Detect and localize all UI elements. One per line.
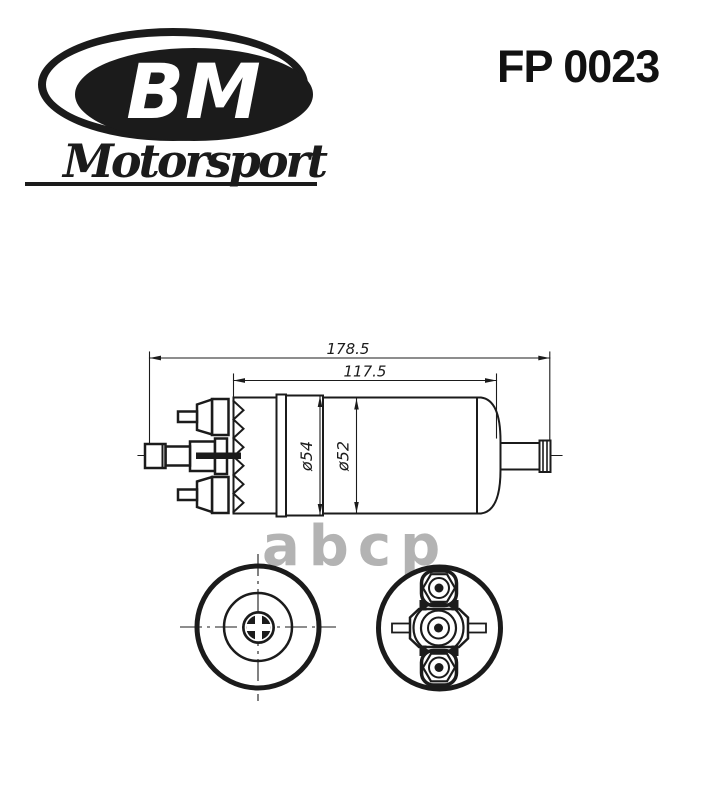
outlet-view-hub-ring — [244, 613, 273, 642]
part-number: FP 0023 — [497, 41, 660, 92]
logo-wordmark: Motorsport — [63, 134, 328, 188]
dim-label-overall-length: 178.5 — [327, 340, 370, 358]
pump-body-band — [275, 393, 287, 518]
outlet-view-inner-ring — [222, 591, 294, 663]
logo-oval-fill: BM — [75, 48, 313, 141]
dimension-body-length — [232, 373, 498, 439]
end-view-terminals — [376, 564, 503, 692]
terminal-top — [176, 397, 230, 437]
watermark-text: abcp — [262, 514, 450, 579]
logo-oval-icon: BM — [38, 28, 313, 141]
pump-body — [232, 396, 478, 515]
end-view-outlet — [180, 554, 336, 701]
side-view: 178.5 117.5 ø54 ø — [137, 340, 563, 518]
terminal-view-inlet — [412, 601, 465, 655]
terminal-view-post-bottom — [419, 648, 459, 687]
dim-label-outer-diameter: ø54 — [297, 441, 316, 472]
dim-label-body-diameter: ø52 — [334, 441, 353, 472]
outlet-tube — [499, 442, 541, 471]
dimension-overall-length — [148, 351, 551, 444]
terminal-view-post-top — [419, 569, 459, 608]
logo-initials: BM — [126, 46, 262, 136]
outlet-view-cross-v — [255, 615, 262, 640]
terminal-bottom — [176, 475, 230, 515]
brand-logo: BM Motorsport — [25, 26, 328, 201]
inlet-fitting — [143, 437, 241, 476]
dimension-outer-diameter — [317, 395, 323, 516]
dim-label-body-length: 117.5 — [344, 363, 387, 381]
logo-underline — [25, 182, 317, 186]
outlet-barb — [538, 439, 552, 473]
dimension-body-diameter — [354, 397, 359, 514]
